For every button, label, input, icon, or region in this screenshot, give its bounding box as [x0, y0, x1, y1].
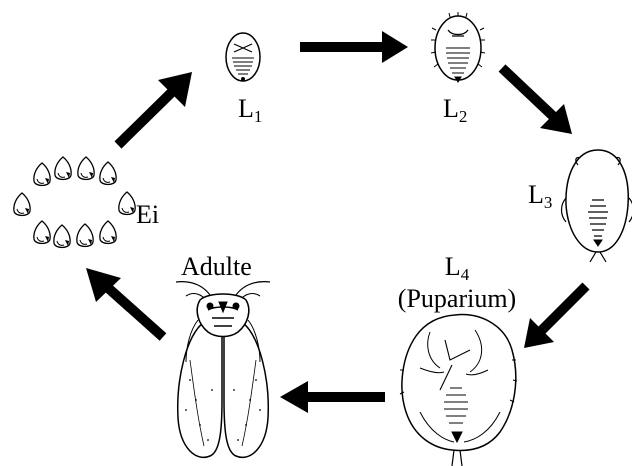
label-l3-base: L — [528, 180, 544, 209]
label-l4-note: (Puparium) — [382, 286, 532, 312]
label-l2-sub: 2 — [459, 107, 468, 126]
label-egg: Ei — [136, 202, 159, 228]
label-l1: L1 — [238, 96, 262, 122]
label-l1-base: L — [238, 94, 254, 123]
label-l4-stage: L4 — [382, 254, 532, 280]
label-l3: L3 — [528, 182, 552, 208]
arrow-adult-to-eggs — [86, 268, 163, 337]
arrow-l4-to-puparium — [524, 286, 586, 348]
adult-whitefly-illustration — [176, 282, 270, 458]
larva-stage-3-illustration — [562, 150, 632, 262]
arrow-eggs-to-l1 — [118, 72, 192, 145]
puparium-illustration — [400, 315, 517, 466]
arrow-puparium-to-adult — [280, 381, 385, 413]
label-l4-base: L — [445, 252, 461, 281]
larva-stage-2-illustration — [431, 12, 485, 82]
label-l2: L2 — [443, 96, 467, 122]
eggs-illustration — [14, 157, 135, 248]
label-l4: L4 (Puparium) — [382, 254, 532, 312]
label-l3-sub: 3 — [544, 193, 553, 212]
larva-stage-1-illustration — [226, 33, 260, 81]
label-l1-sub: 1 — [254, 107, 263, 126]
label-l2-base: L — [443, 94, 459, 123]
label-adult: Adulte — [181, 254, 252, 280]
label-l4-sub: 4 — [461, 265, 470, 284]
arrow-l1-to-l2 — [300, 31, 408, 63]
arrow-l2-to-l3 — [502, 68, 572, 134]
